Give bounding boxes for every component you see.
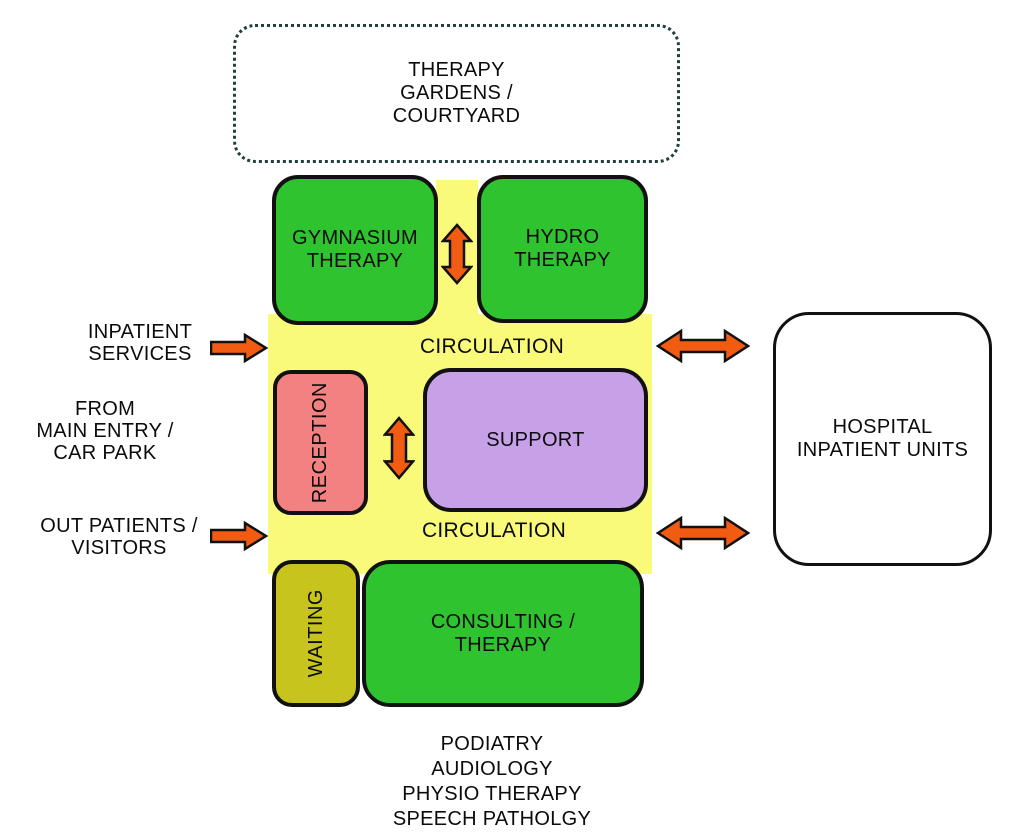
gymnasium-therapy-label: GYMNASIUM THERAPY	[291, 227, 419, 272]
consulting-therapy-label: CONSULTING / THERAPY	[430, 610, 576, 656]
hospital-inpatient-units-box: HOSPITAL INPATIENT UNITS	[773, 312, 992, 566]
consulting-services-list: PODIATRY AUDIOLOGY PHYSIO THERAPY SPEECH…	[392, 733, 592, 830]
inpatient-services-label: INPATIENT SERVICES	[87, 321, 193, 365]
support-box: SUPPORT	[423, 368, 648, 512]
out-patients-visitors-label: OUT PATIENTS / VISITORS	[40, 515, 198, 559]
waiting-box: WAITING	[272, 560, 360, 707]
hydro-therapy-box: HYDRO THERAPY	[477, 175, 648, 323]
support-label: SUPPORT	[486, 428, 585, 451]
hydro-therapy-label: HYDRO THERAPY	[514, 226, 611, 271]
consulting-therapy-box: CONSULTING / THERAPY	[362, 560, 644, 707]
right-arrow-icon	[210, 333, 268, 363]
horizontal-double-arrow-icon	[656, 328, 750, 364]
horizontal-double-arrow-icon	[656, 515, 750, 551]
right-arrow-icon	[210, 521, 268, 551]
gymnasium-therapy-box: GYMNASIUM THERAPY	[272, 175, 438, 325]
therapy-gardens-box: THERAPY GARDENS / COURTYARD	[233, 24, 680, 163]
reception-box: RECEPTION	[273, 370, 368, 515]
vertical-double-arrow-icon	[441, 223, 473, 285]
therapy-gardens-label: THERAPY GARDENS / COURTYARD	[392, 59, 521, 127]
hospital-inpatient-units-label: HOSPITAL INPATIENT UNITS	[796, 416, 969, 461]
circulation-top-label: CIRCULATION	[419, 335, 565, 358]
reception-label: RECEPTION	[309, 381, 331, 504]
vertical-double-arrow-icon	[383, 416, 415, 480]
waiting-label: WAITING	[304, 589, 327, 678]
circulation-bottom-label: CIRCULATION	[421, 519, 567, 542]
from-main-entry-label: FROM MAIN ENTRY / CAR PARK	[36, 398, 174, 464]
